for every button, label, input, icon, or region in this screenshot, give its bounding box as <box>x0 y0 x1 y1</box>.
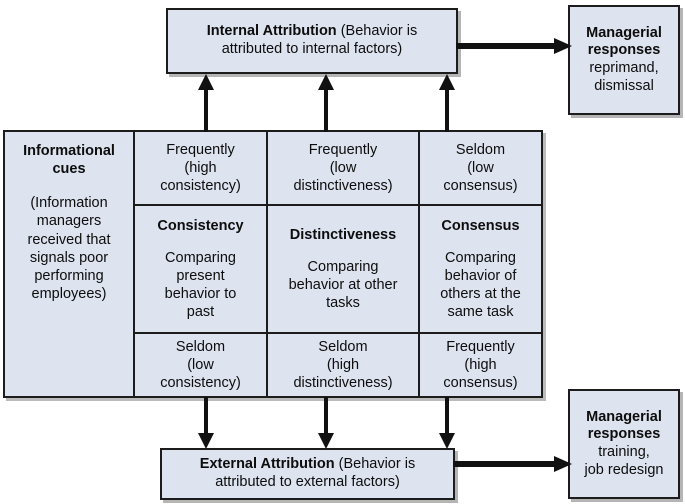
cue-consistency-mid-line2: present <box>176 267 225 284</box>
cue-distinctiveness-mid-line3: tasks <box>326 295 360 312</box>
cue-distinctiveness-bot-line2: (high <box>326 356 360 373</box>
informational-cues-body-line4: signals poor <box>29 249 109 266</box>
cue-consistency-bot-line1: Seldom <box>175 338 226 355</box>
cue-consensus-mid-line2: behavior of <box>444 267 517 284</box>
external-attribution-line1-rest: (Behavior is <box>334 456 416 473</box>
cue-consistency-bot-line3: consistency) <box>160 375 241 392</box>
internal-attribution-bold-label: Internal Attribution <box>206 23 337 40</box>
external-attribution-bold-label: External Attribution <box>199 456 335 473</box>
arrow-right-external-to-managerial <box>453 454 572 474</box>
managerial-top-title-line1: Managerial <box>586 24 662 41</box>
cue-column-distinctiveness: Frequently (low distinctiveness) Distinc… <box>268 132 420 396</box>
informational-cues-heading: Informational cues <box>13 142 125 178</box>
cue-consensus-bot-line3: consensus) <box>443 375 518 392</box>
cue-cell-consistency-top: Frequently (high consistency) <box>135 132 266 206</box>
factor-name-consistency: Consistency <box>157 217 244 234</box>
cue-consistency-mid-line3: behavior to <box>164 286 237 303</box>
cue-cell-consistency-middle: Consistency Comparing present behavior t… <box>135 206 266 334</box>
cue-consensus-mid-line3: others at the <box>440 286 521 303</box>
cue-cell-consensus-top: Seldom (low consensus) <box>420 132 541 206</box>
arrow-down-consistency <box>196 397 216 449</box>
cue-consistency-top-line1: Frequently <box>166 141 235 158</box>
managerial-bottom-title-line1: Managerial <box>586 408 662 425</box>
cue-distinctiveness-top-line2: (low <box>329 159 357 176</box>
cue-column-consistency: Frequently (high consistency) Consistenc… <box>135 132 268 396</box>
factor-name-distinctiveness: Distinctiveness <box>289 226 397 243</box>
informational-cues-body-line3: received that <box>27 231 111 248</box>
cue-consistency-mid-line1: Comparing <box>165 249 236 266</box>
managerial-responses-top-box: Managerial responses reprimand, dismissa… <box>568 5 680 115</box>
internal-attribution-line1-rest: (Behavior is <box>336 23 418 40</box>
cue-consensus-top-line3: consensus) <box>443 178 518 195</box>
managerial-bottom-body-line1: training, <box>598 444 650 460</box>
cue-consensus-top-line2: (low <box>467 159 494 176</box>
arrow-up-consistency <box>196 74 216 132</box>
internal-attribution-box: Internal Attribution (Behavior is attrib… <box>166 8 458 74</box>
managerial-top-body-line2: dismissal <box>594 77 654 94</box>
external-attribution-line2: attributed to external factors) <box>215 474 400 490</box>
informational-cues-body-line2: managers <box>36 213 102 230</box>
internal-attribution-line2: attributed to internal factors) <box>221 41 403 57</box>
internal-attribution-line1: Internal Attribution (Behavior is <box>207 23 418 41</box>
informational-cues-heading-line1: Informational <box>23 143 115 159</box>
cue-distinctiveness-mid-line2: behavior at other <box>288 277 398 293</box>
cue-consensus-mid-line4: same task <box>447 304 514 321</box>
informational-cues-body-line1: (Information <box>30 195 108 212</box>
cue-distinctiveness-bot-line1: Seldom <box>318 338 368 355</box>
cue-distinctiveness-mid-line1: Comparing <box>307 258 379 275</box>
external-attribution-line1: External Attribution (Behavior is <box>200 456 415 474</box>
cue-cell-distinctiveness-middle: Distinctiveness Comparing behavior at ot… <box>268 206 418 334</box>
cue-column-consensus: Seldom (low consensus) Consensus Compari… <box>420 132 541 396</box>
cue-cell-consensus-bottom: Frequently (high consensus) <box>420 334 541 396</box>
cue-consensus-top-line1: Seldom <box>455 141 506 158</box>
informational-cues-matrix: Informational cues (Information managers… <box>3 130 543 398</box>
cue-cell-distinctiveness-bottom: Seldom (high distinctiveness) <box>268 334 418 396</box>
cue-consistency-bot-line2: (low <box>187 356 214 373</box>
cue-consensus-bot-line1: Frequently <box>446 338 515 355</box>
managerial-top-body-line1: reprimand, <box>589 60 659 76</box>
managerial-responses-bottom-box: Managerial responses training, job redes… <box>568 389 680 499</box>
cue-distinctiveness-bot-line3: distinctiveness) <box>293 375 393 392</box>
arrow-right-internal-to-managerial <box>456 36 572 56</box>
cue-consensus-mid-line1: Comparing <box>445 249 516 266</box>
managerial-top-title-line2: responses <box>587 42 661 59</box>
informational-cues-heading-line2: cues <box>52 161 86 178</box>
cue-consistency-top-line3: consistency) <box>160 178 241 195</box>
cue-cell-consensus-middle: Consensus Comparing behavior of others a… <box>420 206 541 334</box>
cue-columns: Frequently (high consistency) Consistenc… <box>135 132 541 396</box>
cue-consensus-bot-line2: (high <box>464 356 497 373</box>
external-attribution-box: External Attribution (Behavior is attrib… <box>160 448 455 500</box>
informational-cues-body-line6: employees) <box>31 285 107 302</box>
arrow-down-consensus <box>437 397 457 449</box>
arrow-up-distinctiveness <box>316 74 336 132</box>
informational-cues-cell: Informational cues (Information managers… <box>5 132 135 396</box>
arrow-down-distinctiveness <box>316 397 336 449</box>
cue-consistency-top-line2: (high <box>184 159 217 176</box>
cue-distinctiveness-top-line1: Frequently <box>308 141 378 158</box>
cue-distinctiveness-top-line3: distinctiveness) <box>293 178 393 195</box>
cue-cell-consistency-bottom: Seldom (low consistency) <box>135 334 266 396</box>
cue-consistency-mid-line4: past <box>186 304 215 321</box>
informational-cues-body-line5: performing <box>34 267 104 284</box>
managerial-bottom-title-line2: responses <box>587 426 661 443</box>
cue-cell-distinctiveness-top: Frequently (low distinctiveness) <box>268 132 418 206</box>
factor-name-consensus: Consensus <box>441 217 520 234</box>
arrow-up-consensus <box>437 74 457 132</box>
managerial-bottom-body-line2: job redesign <box>584 461 664 478</box>
